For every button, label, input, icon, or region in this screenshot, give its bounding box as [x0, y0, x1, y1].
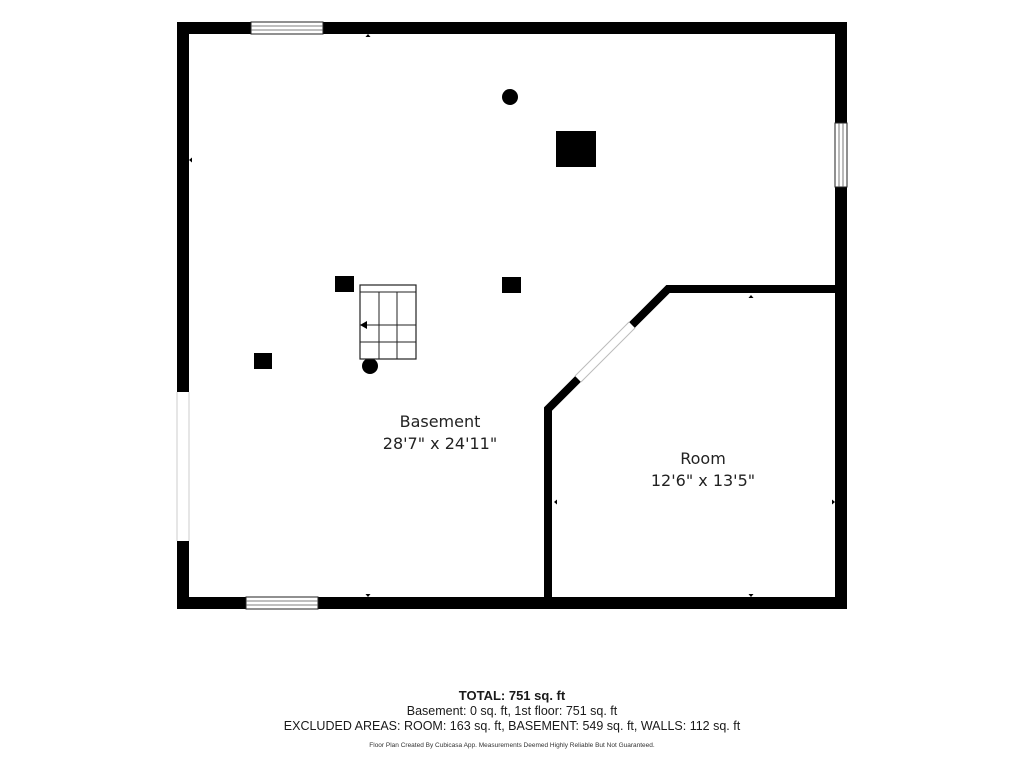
floor-areas: Basement: 0 sq. ft, 1st floor: 751 sq. f…: [406, 704, 618, 718]
basement-room-dimensions: 28'7" x 24'11": [383, 434, 497, 453]
column-square: [254, 353, 272, 369]
column-round: [502, 89, 518, 105]
room-wall-left: [544, 376, 581, 603]
exterior-walls: [177, 22, 847, 609]
room-doorway: [574, 321, 636, 383]
stairs: [359, 284, 417, 360]
column-round: [362, 358, 378, 374]
room-dimensions: 12'6" x 13'5": [651, 471, 755, 490]
interior-walls: [544, 285, 841, 603]
floor-plan: Basement 28'7" x 24'11" Room 12'6" x 13'…: [176, 21, 848, 610]
wall-top: [177, 22, 847, 34]
wall-left-upper: [177, 22, 189, 392]
window-top: [250, 21, 324, 35]
wall-left-lower: [177, 541, 189, 609]
window-right: [834, 122, 848, 188]
wall-right: [835, 22, 847, 609]
column-square: [556, 131, 596, 167]
total-area: TOTAL: 751 sq. ft: [458, 688, 566, 703]
columns: [254, 89, 596, 374]
window-bottom: [245, 596, 319, 610]
column-square: [502, 277, 521, 293]
column-square: [335, 276, 354, 292]
stairs-direction-arrow-icon: [360, 321, 367, 329]
room-name: Room: [680, 449, 726, 468]
excluded-areas: EXCLUDED AREAS: ROOM: 163 sq. ft, BASEME…: [283, 719, 741, 733]
wall-bottom: [177, 597, 847, 609]
left-opening: [176, 392, 190, 541]
disclaimer: Floor Plan Created By Cubicasa App. Meas…: [369, 742, 655, 749]
room-wall-top: [629, 285, 841, 328]
dimension-markers: [189, 34, 835, 597]
basement-room-name: Basement: [400, 412, 481, 431]
